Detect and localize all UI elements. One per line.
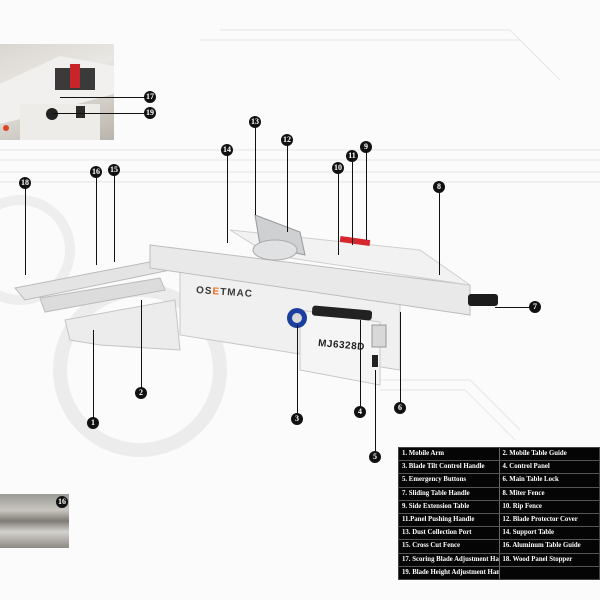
leader-line bbox=[366, 147, 367, 240]
callout-2: 2 bbox=[135, 387, 147, 399]
callout-5: 5 bbox=[369, 451, 381, 463]
leader-line bbox=[141, 300, 142, 393]
legend-row: 1. Mobile Arm 2. Mobile Table Guide bbox=[399, 448, 600, 462]
leader-line bbox=[52, 113, 150, 114]
legend-row: 13. Dust Collection Port 14. Support Tabl… bbox=[399, 527, 600, 541]
leader-line bbox=[400, 312, 401, 408]
callout-8: 8 bbox=[433, 181, 445, 193]
callout-7: 7 bbox=[529, 301, 541, 313]
leader-line bbox=[93, 330, 94, 423]
callout-16: 16 bbox=[90, 166, 102, 178]
legend-cell: 8. Miter Fence bbox=[498, 487, 600, 500]
callout-17: 17 bbox=[144, 91, 156, 103]
legend-cell: 19. Blade Height Adjustment Handle bbox=[402, 568, 499, 576]
legend-cell: 1. Mobile Arm bbox=[402, 450, 445, 457]
callout-12: 12 bbox=[281, 134, 293, 146]
legend-cell: 9. Side Extension Table bbox=[402, 502, 470, 510]
legend-cell: 7. Sliding Table Handle bbox=[402, 489, 470, 497]
legend-cell: 12. Blade Protector Cover bbox=[498, 513, 600, 527]
leader-line bbox=[297, 325, 298, 419]
legend-cell: 15. Cross Cut Fence bbox=[402, 542, 461, 550]
leader-line bbox=[352, 156, 353, 245]
leader-line bbox=[255, 122, 256, 215]
callout-11: 11 bbox=[346, 150, 358, 162]
legend-cell: 4. Control Panel bbox=[498, 461, 600, 474]
callout-4: 4 bbox=[354, 406, 366, 418]
inset-callout-16: 16 bbox=[56, 496, 68, 508]
legend-row: 19. Blade Height Adjustment Handle bbox=[399, 566, 600, 579]
legend-cell: 18. Wood Panel Stopper bbox=[498, 553, 600, 566]
legend-cell: 11.Panel Pushing Handle bbox=[402, 515, 475, 523]
leader-line bbox=[495, 307, 535, 308]
callout-14: 14 bbox=[221, 144, 233, 156]
legend-cell: 17. Scoring Blade Adjustment Handles bbox=[402, 555, 499, 563]
legend-row: 15. Cross Cut Fence 16. Aluminum Table Gu… bbox=[399, 540, 600, 554]
legend-cell: 10. Rip Fence bbox=[498, 500, 600, 513]
leader-line bbox=[375, 370, 376, 457]
leader-line bbox=[287, 140, 288, 232]
callout-15: 15 bbox=[108, 164, 120, 176]
leader-line bbox=[439, 187, 440, 275]
leader-line bbox=[25, 183, 26, 275]
legend-cell: 5. Emergency Buttons bbox=[402, 476, 466, 484]
callout-6: 6 bbox=[394, 402, 406, 414]
leader-line bbox=[360, 320, 361, 412]
inset-scoring-blade-photo bbox=[0, 44, 114, 140]
leader-line bbox=[96, 172, 97, 265]
callout-3: 3 bbox=[291, 413, 303, 425]
leader-line bbox=[227, 150, 228, 243]
callout-10: 10 bbox=[332, 162, 344, 174]
callout-13: 13 bbox=[249, 116, 261, 128]
legend-cell: 13. Dust Collection Port bbox=[402, 529, 472, 537]
legend-cell bbox=[498, 566, 600, 579]
legend-cell: 2. Mobile Table Guide bbox=[498, 448, 600, 461]
legend-row: 9. Side Extension Table 10. Rip Fence bbox=[399, 500, 600, 514]
legend-cell: 3. Blade Tilt Control Handle bbox=[402, 463, 485, 471]
legend-cell: 16. Aluminum Table Guide bbox=[498, 540, 600, 553]
legend-row: 5. Emergency Buttons 6. Main Table Lock bbox=[399, 474, 600, 488]
callout-19: 19 bbox=[144, 107, 156, 119]
leader-line bbox=[338, 168, 339, 255]
legend-cell: 14. Support Table bbox=[498, 527, 600, 540]
callout-18: 18 bbox=[19, 177, 31, 189]
leader-line bbox=[114, 170, 115, 262]
leader-line bbox=[60, 97, 150, 98]
callout-1: 1 bbox=[87, 417, 99, 429]
legend-row: 7. Sliding Table Handle 8. Miter Fence bbox=[399, 487, 600, 501]
legend-row: 17. Scoring Blade Adjustment Handles18. … bbox=[399, 553, 600, 567]
callout-9: 9 bbox=[360, 141, 372, 153]
legend-row: 3. Blade Tilt Control Handle 4. Control P… bbox=[399, 461, 600, 475]
legend-row: 11.Panel Pushing Handle 12. Blade Protect… bbox=[399, 513, 600, 528]
legend-cell: 6. Main Table Lock bbox=[498, 474, 600, 487]
